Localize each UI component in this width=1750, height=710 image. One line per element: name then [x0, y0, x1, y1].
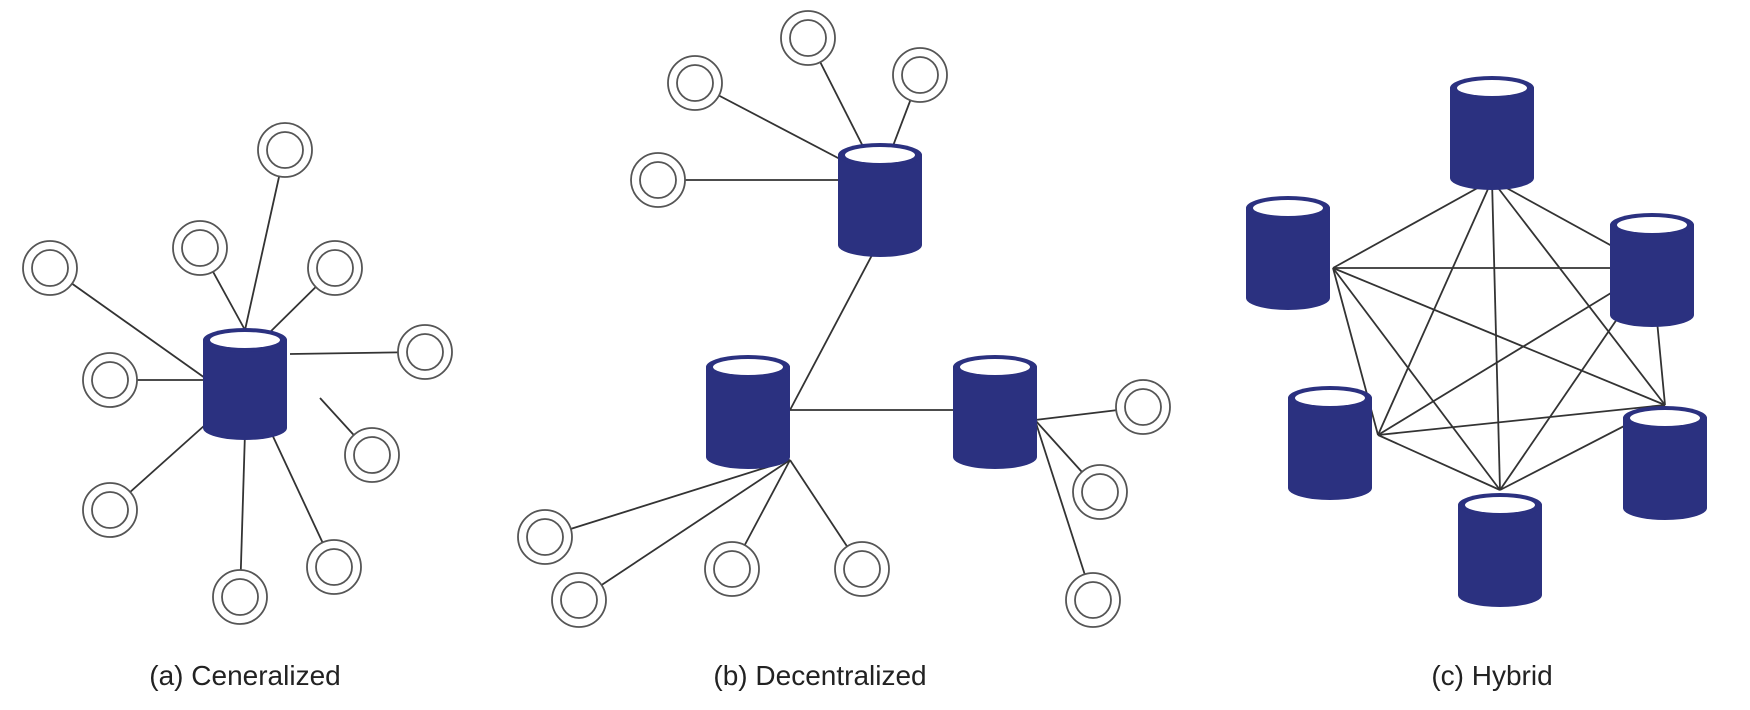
- edge-a-0: [244, 149, 286, 331]
- client-b-right-1: [1072, 464, 1128, 520]
- edge-c-lower-left-bottom: [1377, 434, 1501, 491]
- client-a-1: [22, 240, 78, 296]
- client-a-0: [257, 122, 313, 178]
- edge-c-lower-left-lower-right: [1377, 404, 1666, 436]
- caption-decentralized: (b) Decentralized: [713, 660, 927, 691]
- server-c-lower-right: [1623, 406, 1707, 520]
- client-b-top-2: [892, 47, 948, 103]
- edge-b-right-2: [1034, 419, 1094, 601]
- caption-centralized: (a) Ceneralized: [149, 660, 341, 691]
- client-a-9: [212, 569, 268, 625]
- client-b-left-0: [517, 509, 573, 565]
- edge-c-upper-right-lower-left: [1377, 267, 1653, 436]
- caption-hybrid: (c) Hybrid: [1431, 660, 1553, 691]
- edge-c-top-lower-right: [1491, 179, 1666, 406]
- client-a-4: [397, 324, 453, 380]
- edge-c-upper-left-bottom: [1332, 267, 1501, 491]
- edge-c-top-upper-left: [1332, 179, 1493, 269]
- server-b-right: [953, 355, 1037, 469]
- server-c-lower-left: [1288, 386, 1372, 500]
- server-b-left: [706, 355, 790, 469]
- client-a-5: [82, 352, 138, 408]
- client-b-right-0: [1115, 379, 1171, 435]
- server-c-upper-left: [1246, 196, 1330, 310]
- client-a-8: [306, 539, 362, 595]
- edge-c-top-lower-left: [1377, 179, 1493, 436]
- server-c-top: [1450, 76, 1534, 190]
- edge-b-left-1: [578, 459, 791, 601]
- edge-b-top-left: [789, 239, 881, 411]
- client-b-top-0: [780, 10, 836, 66]
- edge-b-left-0: [544, 459, 791, 538]
- client-a-2: [172, 220, 228, 276]
- edge-c-upper-left-lower-right: [1332, 267, 1666, 406]
- client-b-top-3: [630, 152, 686, 208]
- edges: [49, 37, 1666, 601]
- server-b-top: [838, 143, 922, 257]
- server-c-bottom: [1458, 493, 1542, 607]
- server-a-hub: [203, 328, 287, 440]
- client-b-left-1: [551, 572, 607, 628]
- client-b-left-2: [704, 541, 760, 597]
- client-a-3: [307, 240, 363, 296]
- client-a-7: [82, 482, 138, 538]
- nodes: [22, 10, 1707, 628]
- client-b-left-3: [834, 541, 890, 597]
- server-c-upper-right: [1610, 213, 1694, 327]
- edge-a-1: [49, 267, 206, 379]
- client-b-right-2: [1065, 572, 1121, 628]
- client-a-6: [344, 427, 400, 483]
- client-b-top-1: [667, 55, 723, 111]
